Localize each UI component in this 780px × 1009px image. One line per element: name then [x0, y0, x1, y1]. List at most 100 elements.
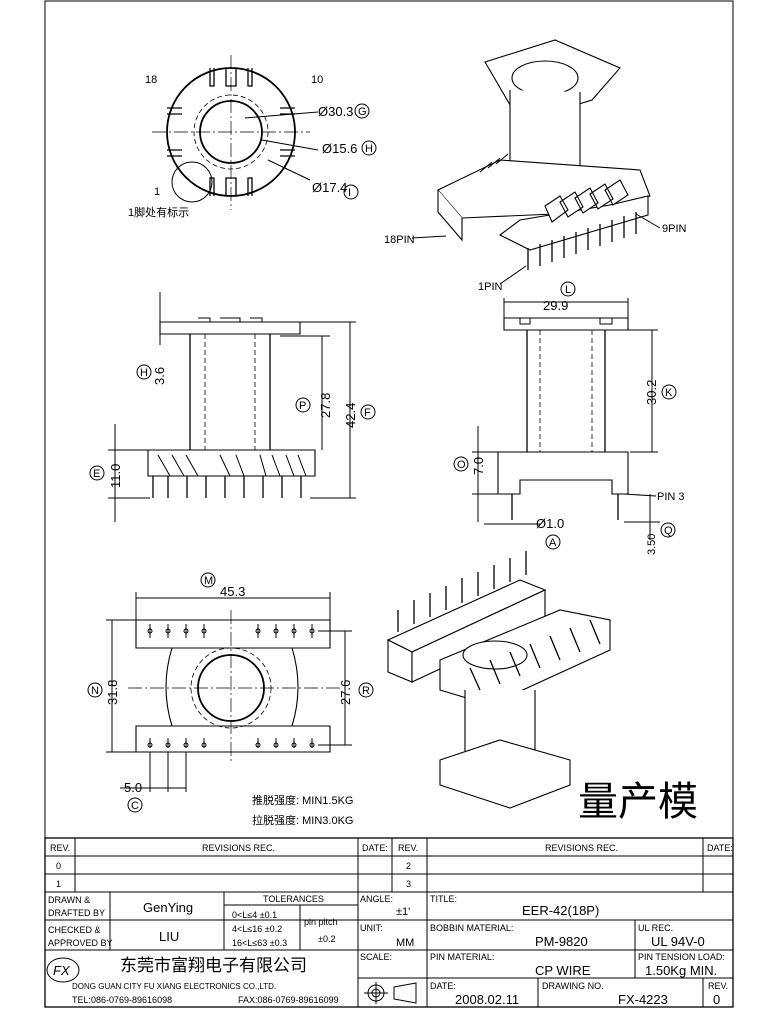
title-label: TITLE: — [430, 894, 457, 904]
bottom-view: 45.3 M 31.8 N 27.6 R 5.0 C 推脱强度: MIN1.5K… — [87, 572, 374, 827]
isometric-view-top: 18PIN 1PIN 9PIN — [384, 39, 687, 293]
pin-label-1: 1 — [154, 186, 160, 198]
drawn-label-2: DRAFTED BY — [48, 908, 105, 918]
checked-label-1: CHECKED & — [48, 925, 101, 935]
drawn-label-1: DRAWN & — [48, 895, 90, 905]
mark-pin-pitch: C — [131, 800, 139, 812]
approved-by: LIU — [159, 929, 179, 944]
unit-label: UNIT: — [360, 923, 383, 933]
projection-symbol — [364, 982, 417, 1004]
pin-pitch-label: pin pitch — [304, 917, 338, 927]
mark-bottom-row: R — [362, 685, 370, 697]
bobbin-material-value: PM-9820 — [535, 934, 588, 949]
svg-text:FX: FX — [53, 963, 71, 978]
mark-total: F — [364, 407, 371, 419]
angle-label: ANGLE: — [360, 894, 393, 904]
pin-one-note: 1脚处有标示 — [128, 205, 189, 219]
pin-label-18: 18 — [145, 74, 157, 86]
side-view: 29.9 L 30.2 K 7.0 O Ø1.0 A PIN 3 3.50 Q — [453, 281, 685, 555]
pin-label-18pin: 18PIN — [384, 234, 415, 246]
front-view: 3.6 H 27.8 P 42.4 F 11.0 E — [89, 292, 376, 522]
mark-pin-diameter: A — [549, 537, 557, 549]
dim-pin-length: 3.50 — [646, 534, 658, 555]
mark-bottom-length: M — [204, 575, 213, 587]
drawing-no-label: DRAWING NO. — [542, 981, 604, 991]
mark-pin-length: Q — [664, 525, 673, 537]
rev-header-left: REV. — [50, 843, 70, 853]
mark-side-width: L — [565, 284, 571, 296]
checked-label-2: APPROVED BY — [48, 938, 113, 948]
date-header-left: DATE: — [362, 843, 388, 853]
unit-value: MM — [396, 937, 414, 949]
mark-winding: P — [299, 400, 306, 412]
mark-side-step: O — [457, 459, 466, 471]
dim-pin-diameter: Ø1.0 — [536, 516, 564, 531]
mark-side-height: K — [665, 387, 673, 399]
dim-side-step: 7.0 — [471, 457, 486, 475]
angle-value: ±1' — [396, 906, 410, 918]
company-name-cn: 东莞市富翔电子有限公司 — [120, 956, 307, 975]
rev-label: REV. — [708, 981, 728, 991]
dim-outer-diameter: Ø30.3 — [318, 104, 353, 119]
date-value: 2008.02.11 — [455, 992, 519, 1007]
company-logo: FX — [46, 957, 80, 983]
pin-label-9pin: 9PIN — [662, 223, 687, 235]
dim-mid-diameter: Ø17.4 — [312, 180, 347, 195]
dim-inner-diameter: Ø15.6 — [322, 141, 357, 156]
rev-row-1: 1 — [56, 879, 61, 889]
mark-mid: I — [348, 187, 351, 199]
rev-value: 0 — [713, 992, 720, 1007]
company-tel: TEL:086-0769-89616098 — [72, 995, 172, 1005]
dim-bottom-length: 45.3 — [220, 584, 245, 599]
top-view: 18 10 1 1脚处有标示 Ø30.3 G Ø15.6 H Ø17.4 I — [128, 55, 377, 219]
tolerance-row-2: 4<L≤16 ±0.2 — [232, 924, 282, 934]
company-name-en: DONG GUAN CITY FU XIANG ELECTRONICS CO.,… — [72, 982, 276, 991]
drawing-no-value: FX-4223 — [618, 992, 668, 1007]
dim-bottom-depth: 31.8 — [105, 680, 120, 705]
pull-strength-note: 拉脱强度: MIN3.0KG — [252, 813, 353, 827]
push-strength-note: 推脱强度: MIN1.5KG — [252, 793, 353, 807]
rev-row-2: 2 — [406, 861, 411, 871]
dim-flange: 3.6 — [152, 367, 167, 385]
scale-label: SCALE: — [360, 952, 392, 962]
drawn-by: GenYing — [143, 900, 193, 915]
dim-total-height: 42.4 — [343, 403, 358, 428]
dim-base-height: 11.0 — [108, 464, 123, 488]
dim-side-width: 29.9 — [543, 298, 568, 313]
mark-bottom-depth: N — [91, 685, 99, 697]
tension-label: PIN TENSION LOAD: — [638, 952, 725, 962]
company-fax: FAX:086-0769-89616099 — [238, 995, 339, 1005]
revisions-header-right: REVISIONS REC. — [545, 843, 618, 853]
rev-row-3: 3 — [406, 879, 411, 889]
title-value: EER-42(18P) — [522, 903, 599, 918]
tolerances-header: TOLERANCES — [263, 894, 324, 904]
date-label: DATE: — [430, 981, 456, 991]
dim-winding: 27.8 — [318, 393, 333, 418]
pin-3-label: PIN 3 — [657, 491, 685, 503]
production-stamp: 量产模 — [578, 780, 698, 824]
dim-bottom-row: 27.6 — [338, 680, 353, 705]
revisions-header-left: REVISIONS REC. — [202, 843, 275, 853]
title-block: REV. REVISIONS REC. DATE: REV. REVISIONS… — [44, 837, 734, 1008]
isometric-view-bottom: 量产模 — [386, 551, 698, 824]
mark-inner: H — [365, 143, 373, 155]
mark-base: E — [93, 468, 100, 480]
pin-material-value: CP WIRE — [535, 963, 591, 978]
bobbin-material-label: BOBBIN MATERIAL: — [430, 923, 513, 933]
pin-material-label: PIN MATERIAL: — [430, 952, 494, 962]
pin-label-10: 10 — [311, 74, 323, 86]
ul-value: UL 94V-0 — [651, 934, 705, 949]
pin-label-1pin: 1PIN — [478, 281, 503, 293]
dim-side-height: 30.2 — [644, 380, 659, 405]
mark-flange: H — [140, 367, 148, 379]
ul-label: UL REC. — [638, 923, 673, 933]
rev-header-right: REV. — [398, 843, 418, 853]
tolerance-row-1: 0<L≤4 ±0.1 — [232, 910, 277, 920]
dim-pin-pitch: 5.0 — [124, 780, 142, 795]
pin-pitch-value: ±0.2 — [318, 934, 335, 944]
tension-value: 1.50Kg MIN. — [645, 963, 717, 978]
rev-row-0: 0 — [56, 861, 61, 871]
mark-outer: G — [358, 106, 367, 118]
date-header-right: DATE: — [707, 843, 733, 853]
